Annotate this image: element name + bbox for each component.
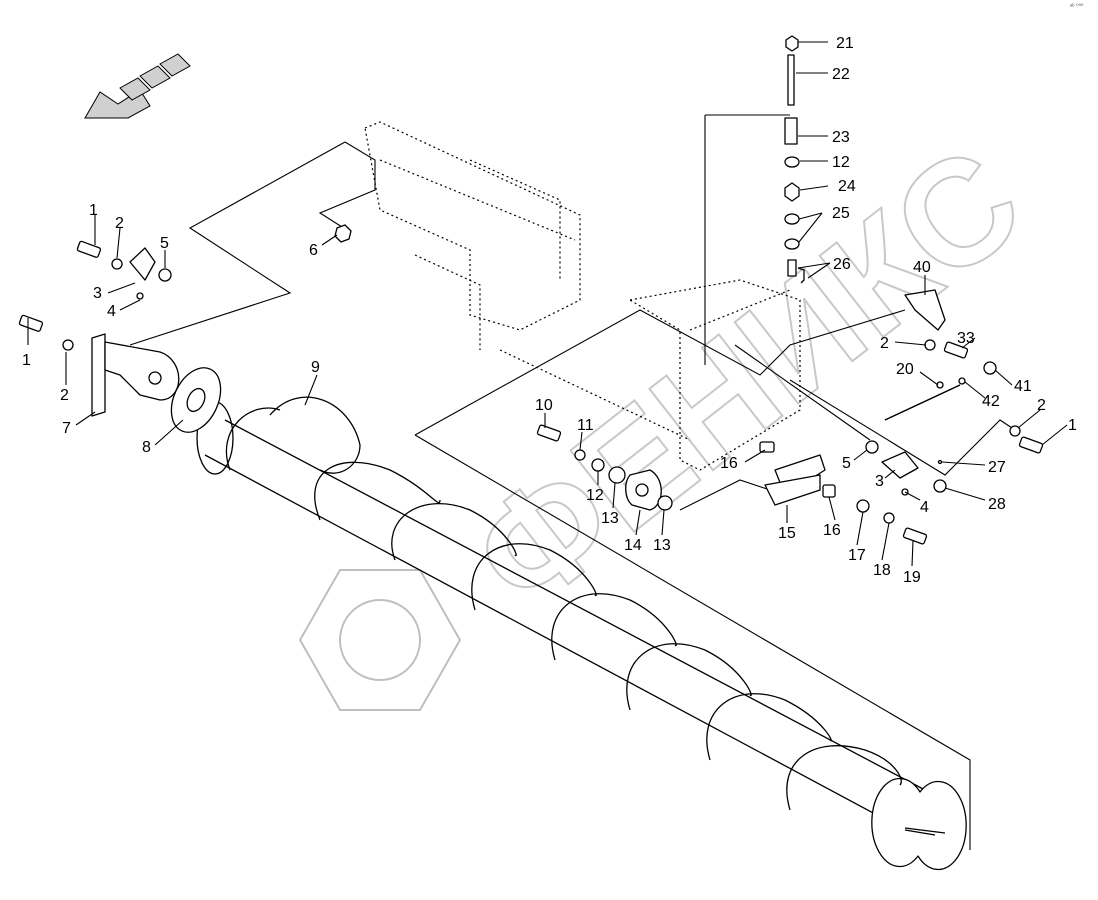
callout-41: 41	[1014, 378, 1032, 395]
callout-14: 14	[624, 537, 642, 554]
callout-12: 12	[586, 487, 604, 504]
callout-1: 1	[1068, 417, 1077, 434]
callout-16: 16	[720, 455, 738, 472]
callout-26: 26	[833, 256, 851, 273]
callout-7: 7	[62, 420, 71, 437]
callout-4: 4	[107, 303, 116, 320]
right-parts-group	[536, 35, 1044, 545]
callout-2: 2	[1037, 397, 1046, 414]
callout-19: 19	[903, 569, 921, 586]
callout-11: 11	[577, 417, 594, 434]
callout-23: 23	[832, 129, 850, 146]
callout-9: 9	[311, 359, 320, 376]
callout-2: 2	[60, 387, 69, 404]
callout-2: 2	[880, 335, 889, 352]
callout-24: 24	[838, 178, 856, 195]
callout-40: 40	[913, 259, 931, 276]
callout-6: 6	[309, 242, 318, 259]
callout-15: 15	[778, 525, 796, 542]
callout-5: 5	[160, 235, 169, 252]
callout-13: 13	[653, 537, 671, 554]
callout-12: 12	[832, 154, 850, 171]
watermark: ФЕНИКС	[298, 113, 1052, 711]
callout-17: 17	[848, 547, 866, 564]
callout-3: 3	[93, 285, 102, 302]
callout-18: 18	[873, 562, 891, 579]
auger-assembly	[196, 396, 967, 871]
callout-3: 3	[875, 473, 884, 490]
callout-28: 28	[988, 496, 1006, 513]
callout-8: 8	[142, 439, 151, 456]
left-bracket-group	[18, 224, 352, 433]
callout-10: 10	[535, 397, 553, 414]
callout-1: 1	[89, 202, 98, 219]
callout-2: 2	[115, 215, 124, 232]
callout-33: 33	[957, 330, 975, 347]
callout-22: 22	[832, 66, 850, 83]
watermark-text: ФЕНИКС	[442, 114, 1051, 642]
callout-25: 25	[832, 205, 850, 222]
leader-lines	[129, 114, 1016, 850]
callout-4: 4	[920, 499, 929, 516]
direction-arrow-icon	[84, 53, 191, 119]
callout-20: 20	[896, 361, 914, 378]
callout-21: 21	[836, 35, 854, 52]
callout-leaders	[27, 41, 1068, 567]
callout-labels: 1 2 5 3 4 6 1 2 7 8 9 10 11 12 13 14 13 …	[22, 35, 1077, 586]
corner-mark: ᵃᵇ ⁰⁰⁰	[1070, 3, 1084, 10]
header-frame	[364, 121, 801, 471]
callout-27: 27	[988, 459, 1006, 476]
callout-1: 1	[22, 352, 31, 369]
callout-16: 16	[823, 522, 841, 539]
callout-42: 42	[982, 393, 1000, 410]
callout-13: 13	[601, 510, 619, 527]
callout-5: 5	[842, 455, 851, 472]
